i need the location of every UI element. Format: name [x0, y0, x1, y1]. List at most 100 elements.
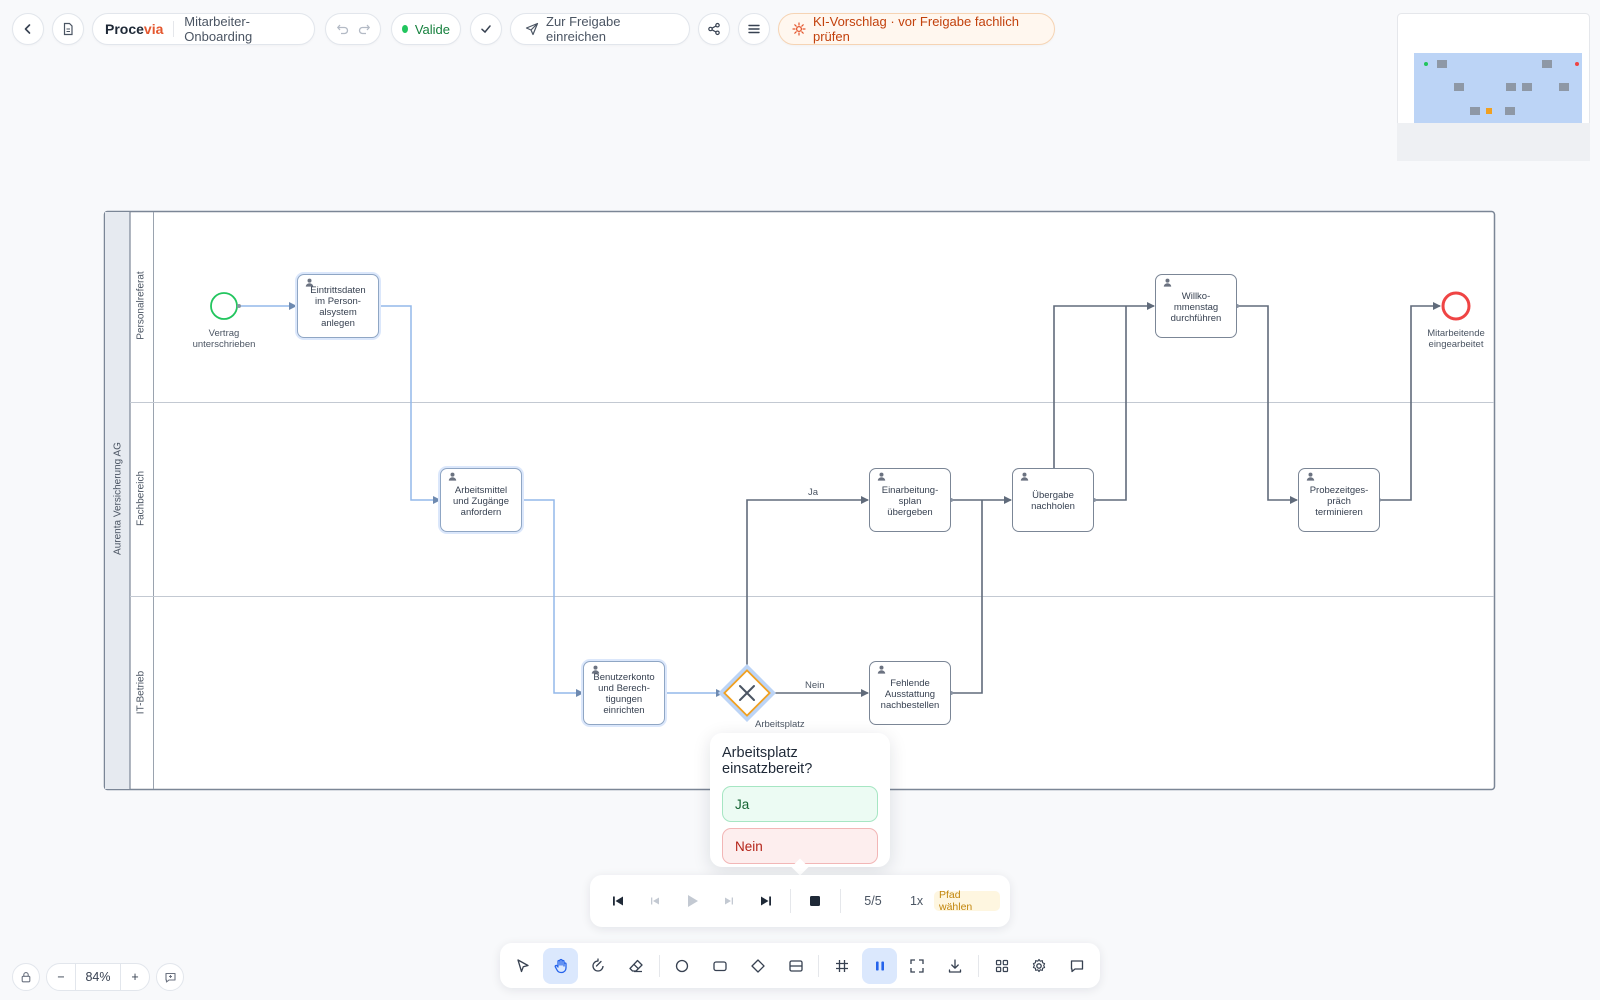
task-benutzerkonto[interactable]: Benutzerkonto und Berech-tigungen einric…	[583, 661, 665, 725]
event-shape-button[interactable]	[665, 948, 700, 984]
submit-label: Zur Freigabe einreichen	[546, 14, 621, 44]
zoom-in-button[interactable]: +	[120, 963, 150, 991]
zoom-level[interactable]: 84%	[76, 963, 120, 991]
pause-simulation-button[interactable]	[862, 947, 898, 984]
grid-icon	[834, 958, 850, 974]
settings-button[interactable]	[1022, 948, 1057, 984]
document-title: Mitarbeiter-Onboarding	[184, 14, 253, 44]
flow-label-no: Nein	[805, 680, 825, 691]
apps-grid-icon	[994, 958, 1010, 974]
task-willkommenstag[interactable]: Willko-mmenstag durchführen	[1155, 274, 1237, 338]
share-button[interactable]	[698, 13, 730, 45]
task-uebergabe-nachholen[interactable]: Übergabe nachholen	[1012, 468, 1094, 532]
play-button[interactable]	[674, 882, 711, 920]
submit-for-approval-button[interactable]: Zur Freigabe einreichen	[510, 13, 690, 45]
sun-sparkle-icon	[792, 22, 806, 36]
menu-button[interactable]	[738, 13, 770, 45]
ai-suggestion-notice[interactable]: KI-Vorschlag · vor Freigabe fachlich prü…	[778, 13, 1055, 45]
stop-button[interactable]	[797, 882, 834, 920]
undo-icon[interactable]	[336, 22, 350, 36]
decision-question: Arbeitsplatz einsatzbereit?	[722, 745, 813, 777]
hand-tool-button[interactable]	[543, 947, 578, 984]
flow-task2-to-task3[interactable]	[522, 499, 584, 697]
step-forward-button[interactable]	[710, 882, 747, 920]
document-icon	[61, 22, 75, 36]
document-title-pill[interactable]: Procevia Mitarbeiter-Onboarding	[92, 13, 315, 45]
task-probezeitgespraech[interactable]: Probezeitges-präch terminieren	[1298, 468, 1380, 532]
lane-shape-button[interactable]	[778, 948, 813, 984]
task-label: Benutzerkonto und Berech-tigungen einric…	[593, 672, 655, 716]
end-event[interactable]	[1441, 291, 1471, 321]
lock-button[interactable]	[12, 963, 40, 991]
select-tool-button[interactable]	[506, 948, 541, 984]
task-eintrittsdaten[interactable]: Eintrittsdaten im Person-alsystem anlege…	[297, 274, 379, 338]
cursor-icon	[515, 958, 531, 974]
flow-task5-to-task6[interactable]	[951, 500, 983, 694]
ai-notice-label: KI-Vorschlag · vor Freigabe fachlich prü…	[813, 14, 1019, 44]
apps-button[interactable]	[984, 948, 1019, 984]
task-label: Einarbeitung-splan übergeben	[881, 484, 939, 518]
flow-task1-to-task2[interactable]	[379, 305, 441, 504]
decision-option-yes[interactable]: Ja	[722, 786, 878, 822]
step-forward-icon	[722, 894, 736, 908]
start-event[interactable]	[210, 292, 238, 320]
skip-to-end-button[interactable]	[747, 882, 784, 920]
chevron-left-icon	[21, 22, 35, 36]
back-button[interactable]	[12, 13, 44, 45]
flow-task6-to-task7-right[interactable]	[1094, 306, 1127, 501]
pool-header	[105, 212, 130, 789]
lane-label-personalreferat: Personalreferat	[135, 271, 147, 340]
status-label: Valide	[414, 21, 450, 37]
fit-to-screen-button[interactable]	[900, 948, 935, 984]
lane-icon	[788, 958, 804, 974]
flow-task7-to-task8[interactable]	[1237, 305, 1298, 504]
start-event-label: Vertrag unterschrieben	[192, 328, 256, 350]
skip-to-start-button[interactable]	[600, 882, 637, 920]
gateway-shape-button[interactable]	[741, 948, 776, 984]
step-back-button[interactable]	[637, 882, 674, 920]
choose-path-badge[interactable]: Pfad wählen	[934, 889, 1000, 913]
feedback-button[interactable]	[156, 963, 184, 991]
zoom-out-button[interactable]: −	[46, 963, 76, 991]
task-label: Probezeitges-präch terminieren	[1309, 484, 1369, 518]
circle-icon	[674, 958, 690, 974]
eraser-tool-button[interactable]	[619, 948, 654, 984]
comment-icon	[1069, 958, 1085, 974]
step-back-icon	[648, 894, 662, 908]
task-einarbeitungsplan[interactable]: Einarbeitung-splan übergeben	[869, 468, 951, 532]
undo-redo-group	[325, 13, 381, 45]
speed-selector[interactable]: 1x	[909, 894, 924, 908]
check-button[interactable]	[470, 13, 502, 45]
minimap[interactable]	[1397, 13, 1590, 161]
user-icon	[448, 472, 457, 481]
comments-button[interactable]	[1060, 948, 1095, 984]
redo-icon[interactable]	[357, 22, 371, 36]
task-fehlende-ausstattung[interactable]: Fehlende Ausstattung nachbestellen	[869, 661, 951, 725]
decision-option-no[interactable]: Nein	[722, 828, 878, 864]
exclusive-gateway[interactable]	[718, 664, 776, 722]
bottom-toolbar	[500, 943, 1100, 988]
validation-status[interactable]: Valide	[391, 13, 461, 45]
user-icon	[1163, 278, 1172, 287]
document-button[interactable]	[52, 13, 84, 45]
lock-icon	[20, 971, 32, 983]
task-shape-button[interactable]	[703, 948, 738, 984]
fullscreen-icon	[909, 958, 925, 974]
feedback-icon	[164, 971, 177, 984]
grid-toggle-button[interactable]	[825, 948, 860, 984]
download-button[interactable]	[938, 948, 973, 984]
skip-forward-icon	[759, 894, 773, 908]
task-arbeitsmittel[interactable]: Arbeitsmittel und Zugänge anfordern	[440, 468, 522, 532]
user-icon	[877, 472, 886, 481]
lane-label-fachbereich: Fachbereich	[135, 470, 147, 527]
lasso-tool-button[interactable]	[581, 948, 616, 984]
lane-label-it-betrieb: IT-Betrieb	[135, 670, 147, 715]
task-label: Arbeitsmittel und Zugänge anfordern	[453, 484, 509, 518]
download-icon	[947, 958, 963, 974]
flow-gateway-yes[interactable]	[746, 496, 869, 669]
user-icon	[877, 665, 886, 674]
flow-task6-to-task7-top[interactable]	[1053, 302, 1155, 468]
lasso-icon	[590, 957, 606, 974]
flow-task8-to-end[interactable]	[1379, 302, 1441, 501]
